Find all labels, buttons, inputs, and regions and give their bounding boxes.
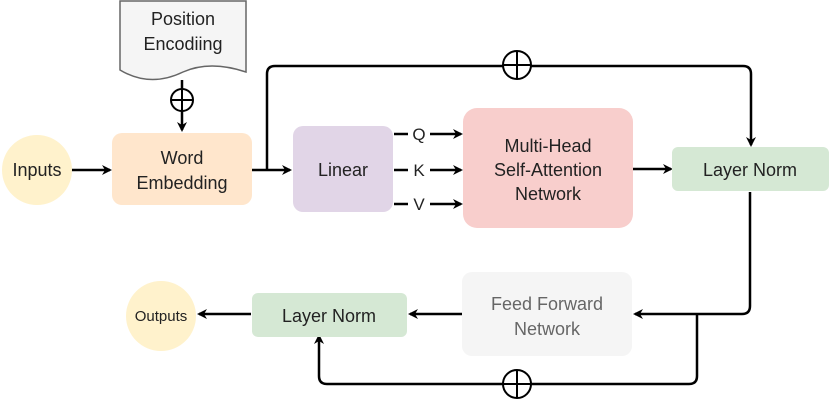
linear-node: Linear <box>293 126 393 212</box>
attention-label-line2: Self-Attention <box>494 160 602 180</box>
position-encoding-label-line2: Encodiing <box>143 34 222 54</box>
inputs-node: Inputs <box>2 135 72 205</box>
add-icon-position <box>170 88 194 112</box>
attention-node: Multi-Head Self-Attention Network <box>463 108 633 228</box>
feed-forward-node: Feed Forward Network <box>462 272 632 356</box>
layer-norm-bottom-label: Layer Norm <box>282 306 376 326</box>
outputs-label: Outputs <box>135 308 188 325</box>
layer-norm-top-label: Layer Norm <box>703 160 797 180</box>
word-embedding-node: Word Embedding <box>112 133 252 205</box>
v-label: V <box>413 195 425 214</box>
feed-forward-label-line2: Network <box>514 319 581 339</box>
word-embedding-label-line2: Embedding <box>136 173 227 193</box>
linear-label: Linear <box>318 160 368 180</box>
add-icon-bottom-residual <box>502 369 532 399</box>
layer-norm-bottom-node: Layer Norm <box>252 293 407 337</box>
position-encoding-label-line1: Position <box>151 9 215 29</box>
add-icon-top-residual <box>502 50 532 80</box>
k-label: K <box>413 161 425 180</box>
arrow-layernorm-to-feedforward <box>633 192 752 319</box>
position-encoding-node: Position Encodiing <box>119 0 247 81</box>
q-label: Q <box>412 125 425 144</box>
connectors <box>70 64 756 386</box>
outputs-node: Outputs <box>126 281 196 351</box>
feed-forward-label-line1: Feed Forward <box>491 294 603 314</box>
layer-norm-top-node: Layer Norm <box>672 147 829 191</box>
attention-label-line1: Multi-Head <box>504 136 591 156</box>
word-embedding-label-line1: Word <box>161 148 204 168</box>
attention-label-line3: Network <box>515 184 582 204</box>
inputs-label: Inputs <box>12 160 61 180</box>
